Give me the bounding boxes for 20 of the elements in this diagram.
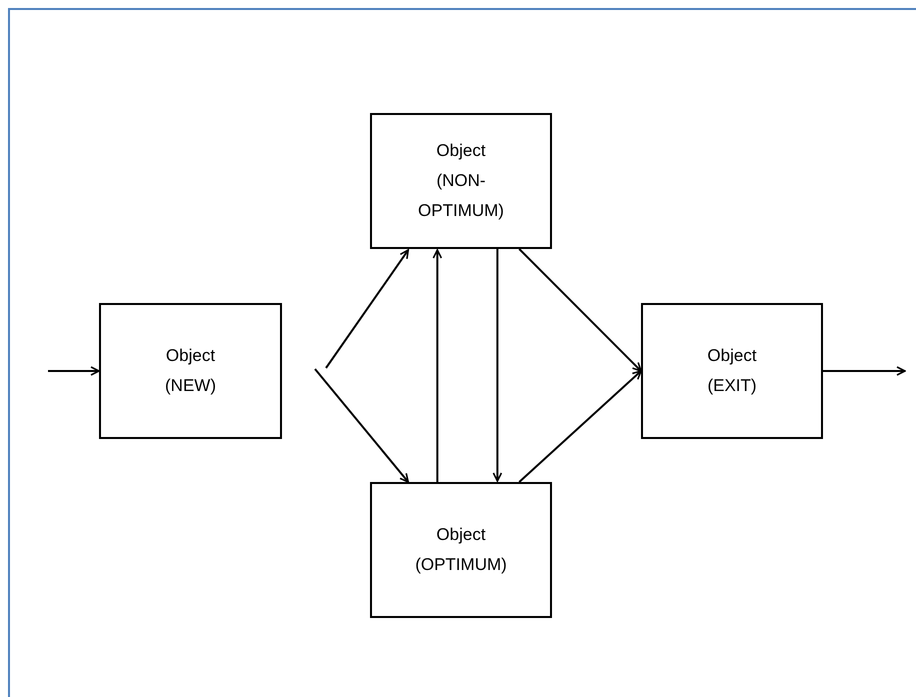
process-box — [99, 303, 282, 439]
arrow — [325, 249, 410, 369]
box-label: Object — [436, 140, 486, 162]
arrow — [492, 249, 502, 482]
box-label: (OPTIMUM) — [415, 554, 507, 576]
process-box — [641, 303, 823, 439]
arrow — [518, 370, 642, 483]
arrow — [314, 368, 410, 483]
process-box — [370, 482, 552, 618]
arrow — [518, 248, 642, 372]
box-label: (NON-OPTIMUM) — [417, 170, 505, 222]
arrow — [48, 366, 100, 376]
arrow — [432, 249, 442, 482]
box-label: Object — [707, 345, 757, 367]
box-label: (EXIT) — [707, 375, 757, 397]
box-label: (NEW) — [165, 375, 216, 397]
arrow — [823, 366, 906, 376]
box-label: Object — [436, 524, 486, 546]
process-box — [370, 113, 552, 249]
box-label: Object — [166, 345, 216, 367]
